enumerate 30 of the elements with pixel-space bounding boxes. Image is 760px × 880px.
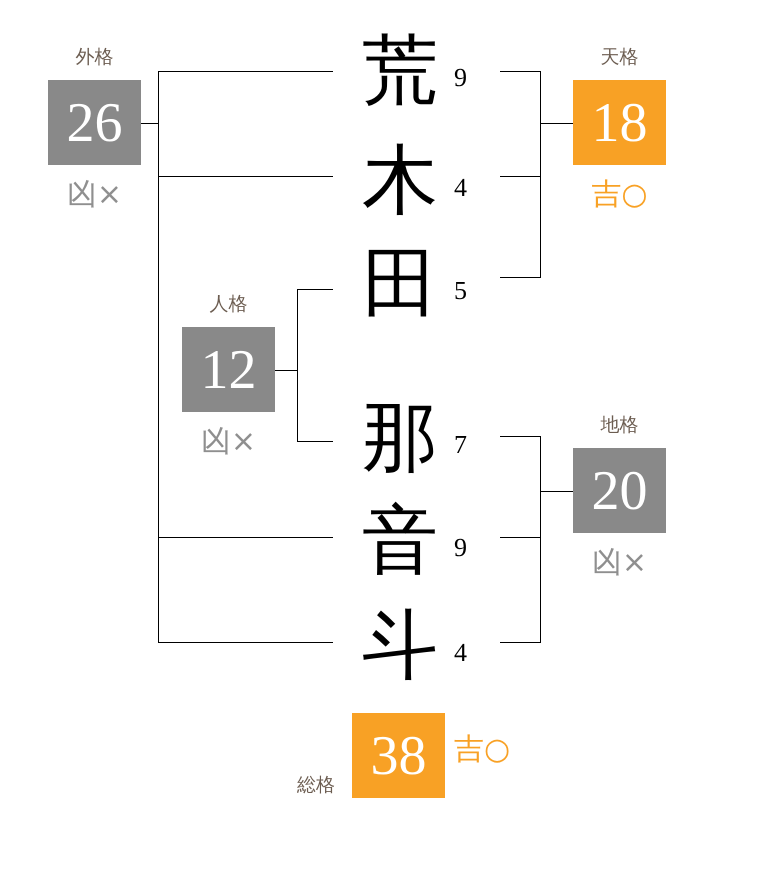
category-label: 人格 [210,294,248,315]
stroke-count: 9 [454,65,467,91]
verdict-label: 凶× [592,548,648,578]
score-box: 18 [573,80,666,165]
verdict-label: 吉○ [454,735,510,765]
bracket-line [500,491,574,643]
bracket-line [274,370,334,442]
category-label: 総格 [297,775,335,796]
kanji-character: 荒 [362,32,438,108]
stroke-count: 5 [454,278,467,304]
stroke-count: 4 [454,175,467,201]
category-label: 天格 [600,47,638,68]
kanji-character: 斗 [362,607,438,683]
score-box: 38 [352,713,445,798]
kanji-character: 木 [362,142,438,218]
kanji-character: 田 [362,245,438,321]
stroke-count: 4 [454,640,467,666]
score-box: 12 [182,327,275,412]
verdict-label: 吉○ [591,180,648,210]
stroke-count: 9 [454,535,467,561]
verdict-label: 凶× [66,180,122,210]
category-label: 外格 [76,47,114,68]
bracket-line [500,123,574,278]
stroke-count: 7 [454,432,467,458]
verdict-label: 凶× [200,427,256,457]
score-box: 26 [48,80,141,165]
kanji-character: 音 [362,502,438,578]
category-label: 地格 [600,415,638,436]
score-box: 20 [573,448,666,533]
kanji-character: 那 [362,399,438,475]
